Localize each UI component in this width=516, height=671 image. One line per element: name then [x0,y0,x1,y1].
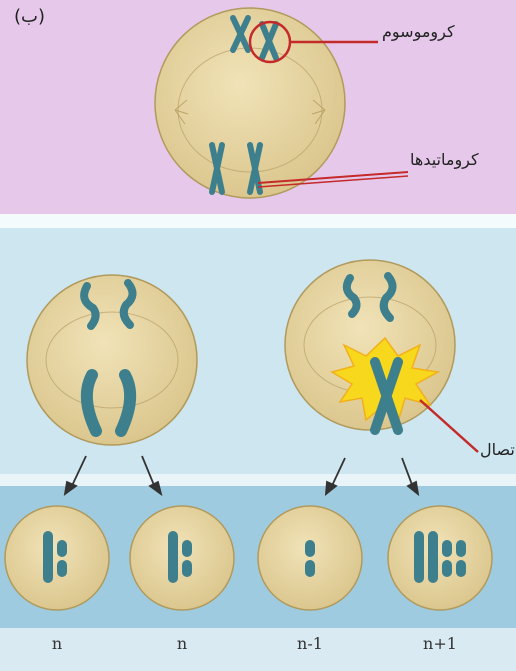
top-cell [155,8,345,198]
result-label-1: n [17,634,97,653]
part-label: (ب) [14,6,45,27]
chromosome-label: کروموسوم [382,22,455,41]
result-label-4: n+1 [400,634,480,653]
nondisjunction-label: اتصال [480,440,516,459]
normal-dividing-cell [27,275,197,445]
daughter-cell-n-1 [5,506,109,610]
nondisjunction-cell [285,260,455,430]
result-label-2: n [142,634,222,653]
daughter-cell-n-2 [130,506,234,610]
chromatids-label: کروماتیدها [410,150,479,169]
daughter-cell-n-plus-1 [388,506,492,610]
result-label-3: n-1 [270,634,350,653]
divider [0,214,516,228]
daughter-cell-n-minus-1 [258,506,362,610]
